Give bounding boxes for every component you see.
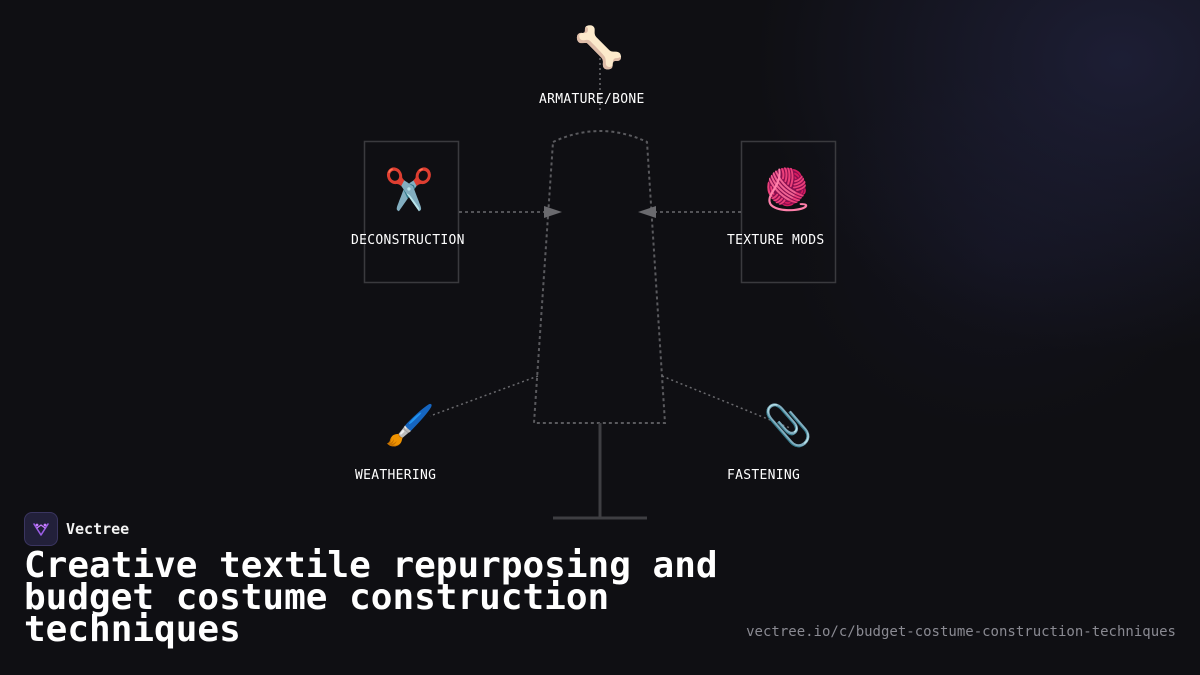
- brand-name: Vectree: [66, 520, 130, 538]
- deconstruction-arrow-icon: [544, 206, 562, 218]
- texture-arrow-icon: [638, 206, 656, 218]
- texture-mods-label: TEXTURE MODS: [727, 233, 825, 248]
- scissors-icon: ✂️: [384, 167, 434, 213]
- paintbrush-icon: 🖌️: [385, 403, 435, 449]
- bone-icon: 🦴: [574, 25, 624, 71]
- yarn-icon: 🧶: [762, 167, 812, 213]
- page-url[interactable]: vectree.io/c/budget-costume-construction…: [746, 624, 1176, 640]
- deconstruction-box: [363, 140, 460, 284]
- fastening-label: FASTENING: [727, 468, 801, 483]
- texture-mods-box: [740, 140, 837, 284]
- weathering-label: WEATHERING: [355, 468, 437, 483]
- fastening-connector: [661, 375, 791, 429]
- brand[interactable]: Vectree: [24, 512, 129, 546]
- vectree-logo-icon: [24, 512, 58, 546]
- dress-form-icon: [532, 130, 667, 424]
- deconstruction-label: DECONSTRUCTION: [351, 233, 465, 248]
- page-title: Creative textile repurposing and budget …: [24, 545, 718, 650]
- armature-label: ARMATURE/BONE: [539, 92, 645, 107]
- weathering-connector: [429, 375, 539, 417]
- paperclip-icon: 📎: [763, 403, 813, 449]
